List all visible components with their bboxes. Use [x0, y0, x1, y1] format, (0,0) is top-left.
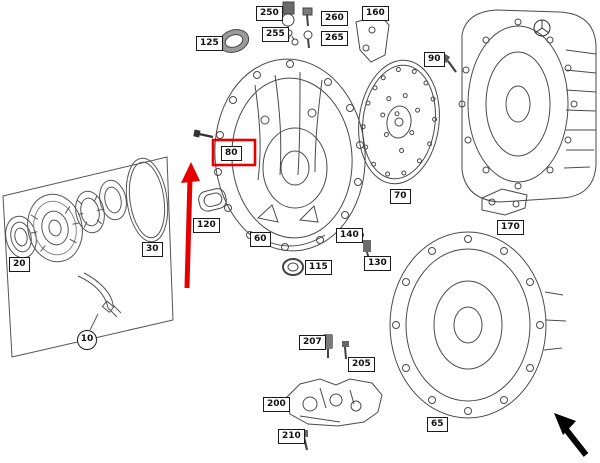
drive-plate-70-art — [358, 59, 440, 185]
part-callout-255[interactable]: 255 — [262, 27, 289, 42]
rear-cover-art — [389, 231, 567, 419]
highlight-group — [181, 138, 257, 289]
part-callout-70[interactable]: 70 — [390, 189, 411, 204]
part-callout-210[interactable]: 210 — [278, 429, 305, 444]
part-callout-120[interactable]: 120 — [193, 218, 220, 233]
bracket-160-art — [355, 14, 390, 63]
part-callout-10[interactable]: 10 — [77, 330, 97, 350]
input-parts-panel-art — [2, 156, 174, 358]
part-callout-205[interactable]: 205 — [348, 357, 375, 372]
bolt-205-art — [342, 341, 349, 360]
part-callout-30[interactable]: 30 — [142, 242, 163, 257]
mercedes-star-icon — [533, 19, 551, 37]
part-callout-250[interactable]: 250 — [256, 6, 283, 21]
bell-housing-art — [214, 58, 366, 252]
part-callout-65[interactable]: 65 — [427, 417, 448, 432]
part-callout-170[interactable]: 170 — [497, 220, 524, 235]
part-callout-200[interactable]: 200 — [263, 397, 290, 412]
part-callout-115[interactable]: 115 — [305, 260, 332, 275]
part-callout-80-highlighted[interactable]: 80 — [221, 146, 242, 161]
sensor-260-art — [302, 7, 313, 27]
part-callout-140[interactable]: 140 — [336, 228, 363, 243]
part-callout-260[interactable]: 260 — [321, 11, 348, 26]
view-direction-arrow-icon — [554, 413, 589, 457]
part-callout-90[interactable]: 90 — [424, 52, 445, 67]
bracket-170-art — [481, 188, 528, 216]
gasket-120-art — [198, 188, 227, 212]
seal-125-art — [218, 29, 250, 53]
part-callout-207[interactable]: 207 — [299, 335, 326, 350]
seal-115-art — [282, 258, 304, 276]
pump-assembly-200-art — [285, 378, 383, 427]
part-callout-60[interactable]: 60 — [250, 232, 271, 247]
highlight-arrow-shaft — [184, 177, 193, 289]
part-callout-160[interactable]: 160 — [362, 6, 389, 21]
part-callout-130[interactable]: 130 — [364, 256, 391, 271]
bolt-265-art — [303, 30, 313, 49]
transmission-case-art — [458, 9, 597, 203]
screw-80-art — [193, 129, 214, 139]
part-callout-20[interactable]: 20 — [9, 257, 30, 272]
part-callout-265[interactable]: 265 — [321, 31, 348, 46]
part-callout-125[interactable]: 125 — [196, 36, 223, 51]
highlight-arrow-head — [181, 162, 200, 183]
highlight-box — [211, 138, 257, 167]
